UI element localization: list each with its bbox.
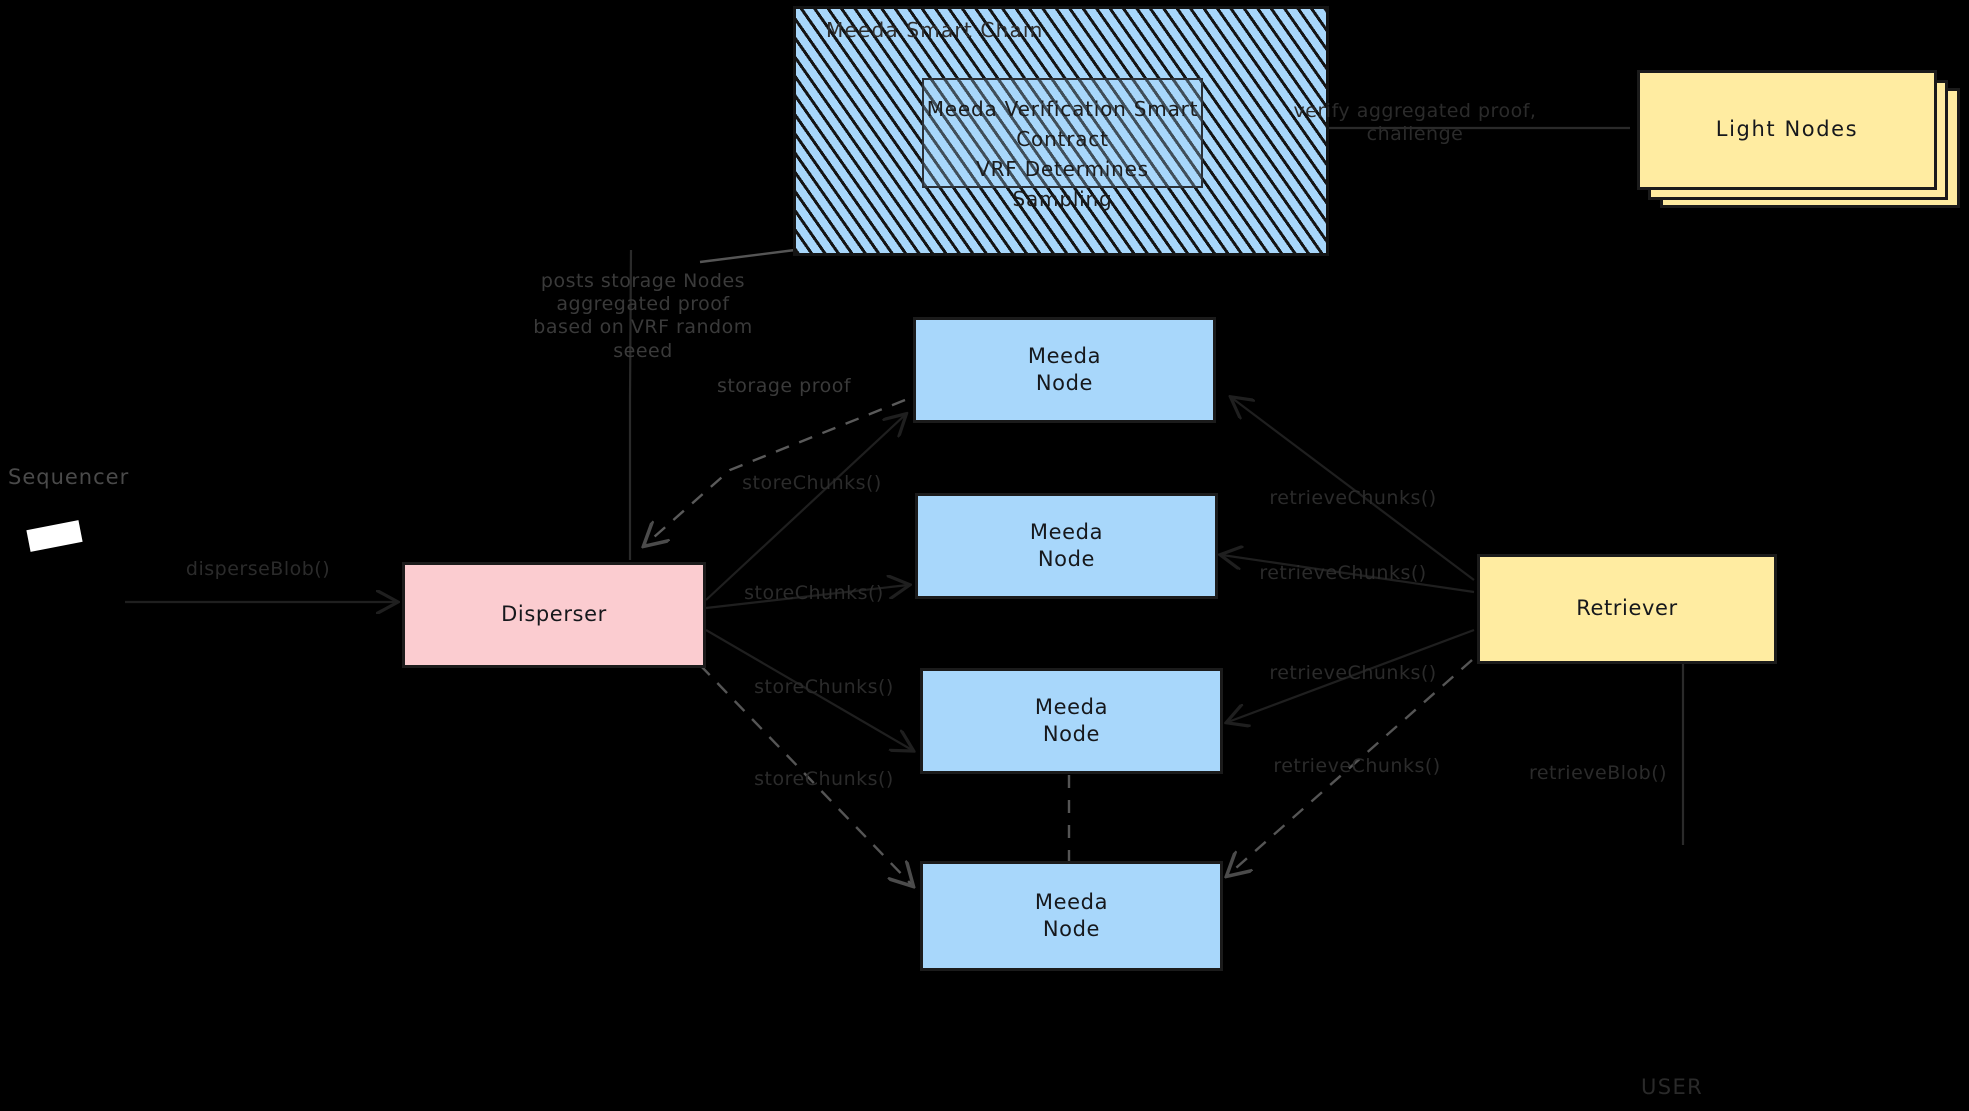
edge-posts-proof [628, 249, 633, 560]
meeda-node-1[interactable]: Meeda Node [913, 317, 1216, 423]
meeda-smart-chain-title: Meeda Smart Chain [826, 18, 1044, 42]
retriever-box[interactable]: Retriever [1477, 554, 1777, 664]
edge-chain-to-proof-text [699, 248, 796, 264]
user-label: USER [1641, 1075, 1704, 1099]
meeda-node-4[interactable]: Meeda Node [920, 861, 1223, 971]
sequencer-label: Sequencer [8, 465, 130, 489]
edge-retrieve-chunks-2 [1222, 555, 1475, 594]
meeda-node-3[interactable]: Meeda Node [920, 668, 1223, 774]
disperser-box[interactable]: Disperser [402, 562, 706, 668]
meeda-verification-contract-label: Meeda Verification Smart Contract VRF De… [926, 97, 1199, 211]
edge-store-chunks-3 [705, 629, 912, 750]
edge-store-chunks-2 [705, 585, 908, 610]
edge-store-chunks-4 [699, 664, 912, 885]
meeda-verification-contract-box[interactable]: Meeda Verification Smart Contract VRF De… [922, 78, 1203, 211]
edge-retrieve-chunks-1 [1232, 398, 1475, 581]
light-nodes-box[interactable]: Light Nodes [1637, 70, 1937, 190]
edge-store-chunks-1 [705, 415, 905, 601]
edge-retrieve-chunks-4 [1228, 659, 1473, 875]
meeda-smart-chain-block[interactable] [793, 6, 1329, 256]
edge-retrieve-chunks-3 [1228, 628, 1475, 722]
edge-storage-proof [645, 398, 906, 545]
meeda-node-2[interactable]: Meeda Node [915, 493, 1218, 599]
